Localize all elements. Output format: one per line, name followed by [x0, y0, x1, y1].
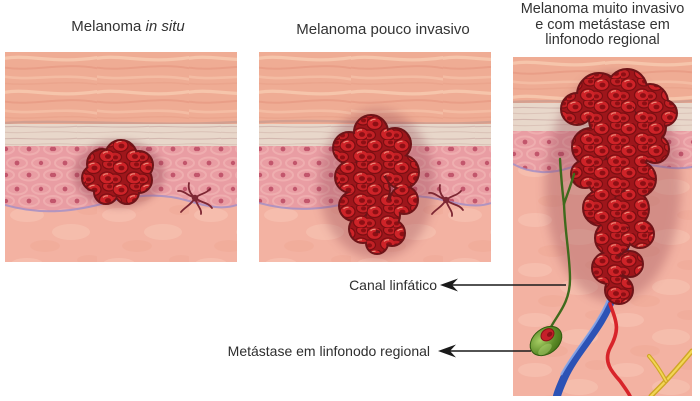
artery	[605, 302, 632, 396]
melanocyte-cell	[428, 184, 464, 217]
title-text-italic: in situ	[145, 18, 185, 35]
surface-corneum-boundary	[5, 120, 237, 125]
arrowhead-icon	[438, 344, 456, 358]
panel-title-in-situ: Melanoma in situ	[28, 19, 228, 35]
title-line: linfonodo regional	[545, 32, 660, 48]
panel-title-pouco-invasivo: Melanoma pouco invasivo	[283, 22, 483, 38]
panel-title-muito-invasivo: Melanoma muito invasivo e com metástase …	[505, 1, 700, 49]
title-text: Melanoma	[71, 18, 142, 35]
dermis-layer	[5, 195, 237, 262]
panel-melanoma-muito-invasivo	[513, 57, 692, 396]
melanoma-tumor	[560, 68, 678, 305]
panel-melanoma-pouco-invasivo	[259, 52, 491, 262]
melanocyte-cell	[177, 182, 213, 215]
label-text: Canal linfático	[349, 277, 437, 293]
title-text: Melanoma pouco invasivo	[296, 21, 470, 38]
title-line: e com metástase em	[535, 16, 670, 33]
lymph-node	[529, 325, 563, 357]
title-line: Melanoma muito invasivo	[520, 1, 685, 17]
arrowhead-icon	[440, 278, 458, 292]
melanoma-tumor	[332, 114, 420, 255]
panel-melanoma-in-situ	[5, 52, 237, 262]
melanoma-tumor	[81, 139, 154, 205]
label-text: Metástase em linfonodo regional	[227, 343, 430, 359]
label-lymphatic-channel: Canal linfático	[237, 276, 437, 294]
surface-layer	[5, 52, 237, 124]
label-lymph-node-metastasis: Metástase em linfonodo regional	[205, 342, 430, 360]
nerve	[647, 348, 692, 396]
